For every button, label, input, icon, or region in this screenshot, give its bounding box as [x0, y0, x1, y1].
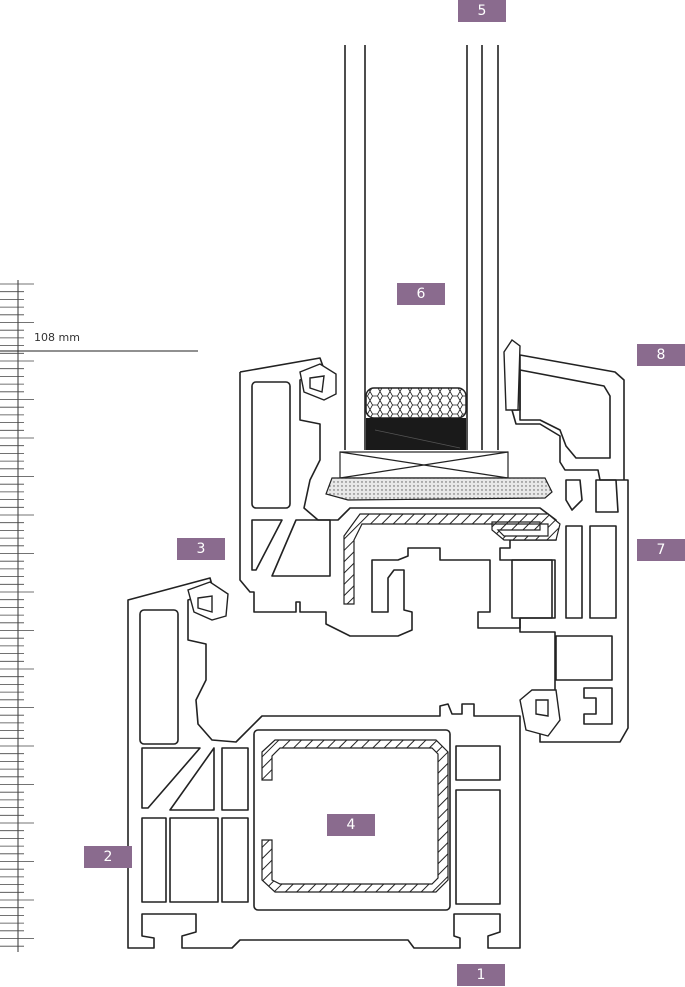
- callout-8: 8: [637, 344, 685, 366]
- glazing-block: [339, 451, 509, 479]
- callout-7: 7: [637, 539, 685, 561]
- callout-5: 5: [458, 0, 506, 22]
- sash-profile: [239, 354, 629, 743]
- callout-3: 3: [177, 538, 225, 560]
- sealing-strip: [325, 477, 553, 501]
- glazing-unit: [344, 45, 499, 450]
- callout-2: 2: [84, 846, 132, 868]
- sash-reinforcement: [343, 513, 561, 605]
- ruler-ticks: [0, 283, 34, 947]
- frame-reinforcement: [261, 739, 449, 893]
- measurement-ruler: [0, 280, 34, 952]
- gaskets: [187, 338, 561, 737]
- glass-spacer: [365, 387, 467, 450]
- callout-4: 4: [327, 814, 375, 836]
- dimension-label: 108 mm: [34, 331, 80, 344]
- callout-6: 6: [397, 283, 445, 305]
- callout-1: 1: [457, 964, 505, 986]
- frame-profile: [127, 577, 521, 949]
